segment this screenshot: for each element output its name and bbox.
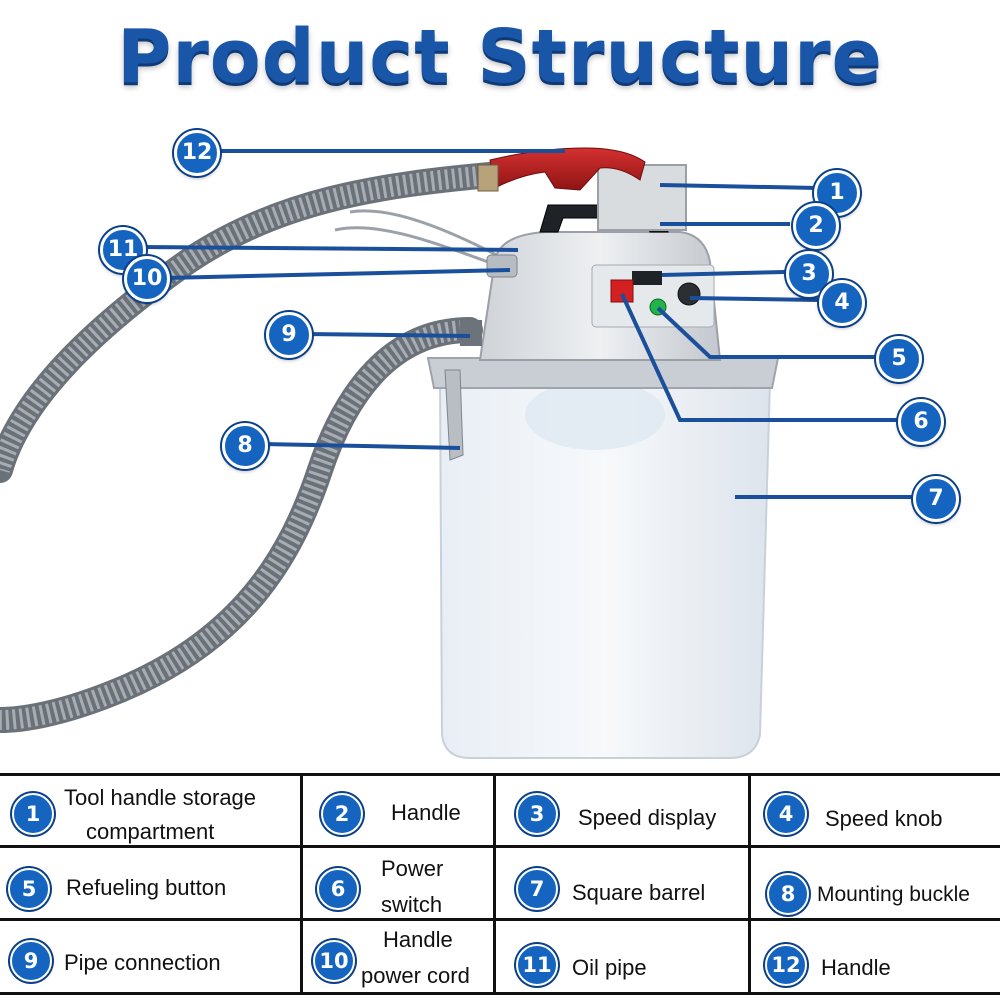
legend-item-3: 3 Speed display [496,776,748,848]
callout-9: 9 [266,312,312,358]
product-drawing [0,147,915,759]
legend-label: Power [381,856,444,881]
legend-number: 12 [765,944,807,986]
legend-number: 11 [516,944,558,986]
legend-row: 9 Pipe connection 10 Handle power cord 1… [0,924,1000,992]
legend-label: Handle [383,927,453,952]
legend-label: Oil pipe [572,955,647,980]
callout-10: 10 [124,256,170,302]
legend-number: 8 [767,873,809,915]
callout-2: 2 [793,203,839,249]
legend-label: Handle [391,800,461,825]
legend-item-5: 5 Refueling button [0,851,300,921]
legend-item-12: 12 Handle [751,924,1000,992]
legend-label-line2: power cord [361,963,470,988]
table-divider [748,773,751,995]
legend-label: Speed knob [825,806,943,831]
legend-label-line2: switch [381,892,443,917]
callout-4: 4 [819,280,865,326]
leader-line-6 [620,293,900,422]
legend-item-6: 6 Power switch [303,851,493,921]
leader-line-1 [659,183,819,190]
leader-line-9 [304,332,471,338]
legend-number: 5 [8,868,50,910]
legend-item-8: 8 Mounting buckle [751,851,1000,921]
table-divider [493,773,496,995]
legend-item-4: 4 Speed knob [751,776,1000,848]
callout-5: 5 [876,336,922,382]
legend-row: 5 Refueling button 6 Power switch 7 Squa… [0,851,1000,921]
barrel [438,379,772,759]
legend-item-1: 1 Tool handle storage compartment [0,776,300,848]
legend-label: Handle [821,955,891,980]
legend-item-11: 11 Oil pipe [496,924,748,992]
legend-label: Pipe connection [64,950,221,975]
legend-label: Speed display [578,805,717,830]
legend-item-9: 9 Pipe connection [0,924,300,992]
legend-item-2: 2 Handle [303,776,493,848]
callout-3: 3 [786,251,832,297]
legend-number: 3 [516,793,558,835]
table-divider [0,845,1000,848]
legend-label-line2: compartment [86,819,215,844]
table-divider [0,918,1000,921]
table-divider [300,773,303,995]
legend-number: 9 [10,940,52,982]
legend-item-7: 7 Square barrel [496,851,748,921]
callout-8: 8 [222,423,268,469]
leader-line-3 [661,270,786,277]
legend-number: 10 [313,940,355,982]
callout-7: 7 [913,476,959,522]
legend-number: 2 [321,793,363,835]
legend-label: Tool handle storage [64,785,257,810]
leader-line-8 [261,442,461,450]
leader-line-11 [139,245,519,252]
legend-number: 4 [765,793,807,835]
legend-item-10: 10 Handle power cord [303,924,493,992]
legend-number: 6 [317,868,359,910]
callout-12: 12 [174,130,220,176]
legend-number: 7 [516,868,558,910]
leader-line-4 [689,296,821,302]
page-title: Product Structure [117,14,883,100]
legend-label: Refueling button [66,875,227,900]
legend-row: 1 Tool handle storage compartment 2 Hand… [0,776,1000,848]
callout-6: 6 [898,399,944,445]
legend-table: 1 Tool handle storage compartment 2 Hand… [0,773,1000,995]
legend-number: 1 [12,793,54,835]
pipe-hose [0,317,483,733]
leader-line-5 [656,306,880,359]
leader-line-10 [164,268,511,280]
legend-label: Mounting buckle [817,883,970,906]
legend-label: Square barrel [572,880,706,905]
product-illustration: 12 1 2 11 10 3 4 9 5 6 8 7 [0,130,959,759]
